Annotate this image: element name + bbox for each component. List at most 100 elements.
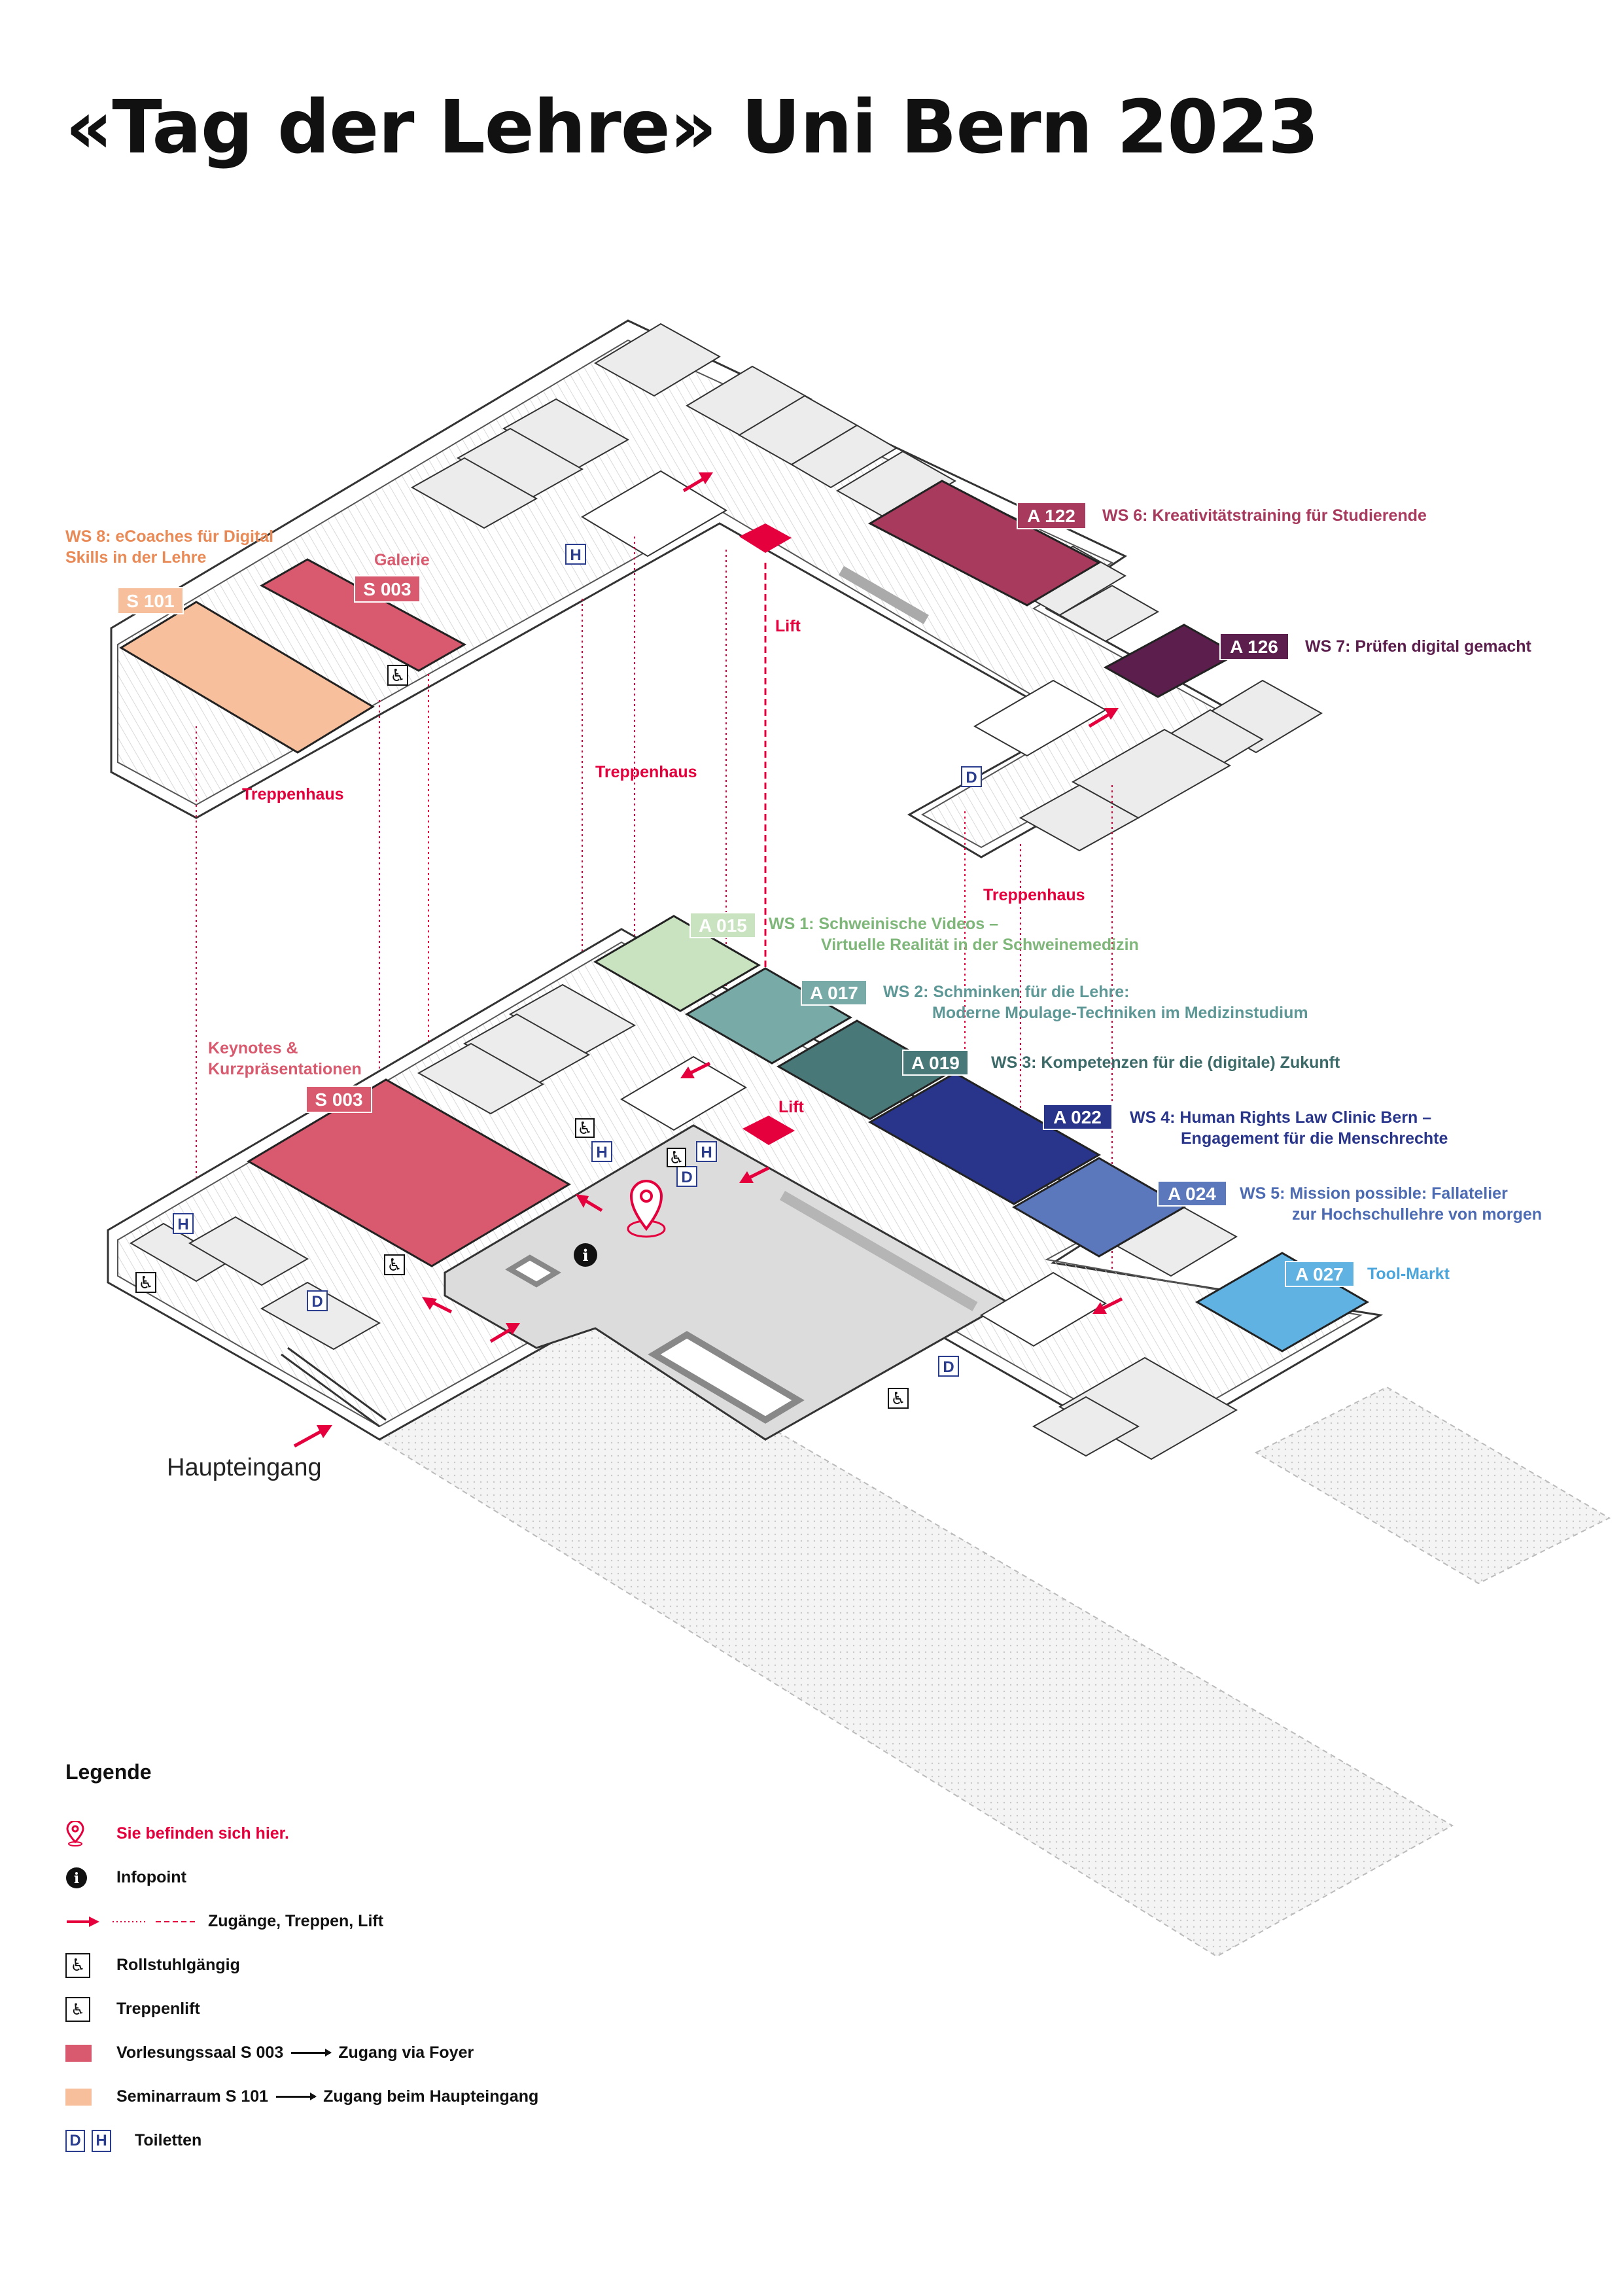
legend-s003-access: Zugang via Foyer	[338, 2043, 474, 2062]
upper-floor	[110, 319, 1323, 858]
s003-upper-tag: S 003	[363, 579, 411, 599]
svg-text:♿: ♿	[577, 1119, 592, 1139]
legend-toilets-text: Toiletten	[135, 2131, 202, 2149]
ws4-label-2: Engagement für die Menschrechte	[1181, 1129, 1448, 1148]
keynotes-label-2: Kurzpräsentationen	[208, 1060, 362, 1078]
svg-text:D: D	[681, 1169, 692, 1186]
room-s101-upper	[119, 601, 375, 754]
ws2-label-2: Moderne Moulage-Techniken im Medizinstud…	[932, 1004, 1308, 1022]
room-a017	[685, 967, 852, 1065]
svg-text:D: D	[943, 1358, 954, 1376]
room-a022	[867, 1072, 1102, 1205]
svg-text:i: i	[74, 1870, 79, 1887]
legend-row-infopoint: i Infopoint	[65, 1856, 538, 1899]
lift-ground	[742, 1116, 795, 1145]
s101-tag: S 101	[126, 591, 174, 611]
toilet-h-icon: H	[92, 2129, 111, 2152]
toilet-markers: H D H D H H D D	[173, 544, 982, 1377]
wheelchair-icon: ♿	[65, 1952, 105, 1979]
room-a024	[1011, 1157, 1187, 1258]
a015-tag: A 015	[699, 915, 747, 936]
svg-text:♿: ♿	[890, 1389, 905, 1409]
treppenhaus-mid-label: Treppenhaus	[595, 763, 697, 781]
svg-text:♿: ♿	[138, 1273, 153, 1293]
svg-text:♿: ♿	[390, 666, 405, 686]
stairlift-icon: ♿	[65, 1996, 105, 2022]
svg-text:H: H	[177, 1216, 188, 1233]
svg-text:i: i	[582, 1246, 588, 1265]
svg-text:D: D	[311, 1293, 323, 1311]
lift-ground-label: Lift	[778, 1098, 805, 1116]
ws6-label: WS 6: Kreativitätstraining für Studieren…	[1102, 506, 1427, 525]
wheelchair-icons: ♿ ♿ ♿ ♿ ♿ ♿	[135, 665, 909, 1409]
s101-swatch	[65, 2084, 105, 2110]
room-s003-upper	[259, 558, 467, 672]
you-are-here-marker	[627, 1180, 666, 1238]
toilet-d-icon: D	[65, 2129, 85, 2152]
treppenhaus-right-label: Treppenhaus	[983, 886, 1085, 904]
keynotes-label: Keynotes &	[208, 1039, 298, 1057]
lift-upper-label: Lift	[775, 617, 801, 635]
legend-s003-text: Vorlesungssaal S 003	[116, 2043, 284, 2062]
treppenhaus-left-label: Treppenhaus	[242, 785, 344, 804]
haupteingang-label: Haupteingang	[167, 1454, 322, 1481]
a019-tag: A 019	[911, 1053, 960, 1073]
room-a015	[593, 915, 761, 1012]
access-arrows	[293, 472, 1123, 1448]
svg-text:D: D	[966, 769, 977, 786]
ws8-label-2: Skills in der Lehre	[65, 548, 206, 567]
a027-tag: A 027	[1295, 1264, 1344, 1284]
svg-text:H: H	[570, 546, 581, 564]
legend-row-wheelchair: ♿ Rollstuhlgängig	[65, 1943, 538, 1987]
ws5-label-2: zur Hochschullehre von morgen	[1292, 1205, 1542, 1224]
legend-row-s003: Vorlesungssaal S 003 Zugang via Foyer	[65, 2031, 538, 2075]
svg-text:H: H	[701, 1144, 712, 1161]
foyer	[444, 1124, 1010, 1441]
location-pin-icon	[65, 1820, 105, 1847]
ws8-label: WS 8: eCoaches für Digital	[65, 527, 273, 546]
s003-swatch	[65, 2040, 105, 2066]
ws3-label: WS 3: Kompetenzen für die (digitale) Zuk…	[991, 1053, 1340, 1072]
legend-s101-text: Seminarraum S 101	[116, 2087, 269, 2106]
a024-tag: A 024	[1168, 1184, 1216, 1204]
ground-floor	[107, 915, 1384, 1460]
stairwell-ground-mid	[620, 1055, 747, 1131]
galerie-label: Galerie	[374, 551, 430, 569]
legend-row-stairlift: ♿ Treppenlift	[65, 1987, 538, 2031]
legend-title: Legende	[65, 1760, 152, 1784]
svg-text:♿: ♿	[669, 1148, 684, 1168]
s003-ground-tag: S 003	[315, 1089, 362, 1110]
a017-tag: A 017	[810, 983, 858, 1003]
ws4-label: WS 4: Human Rights Law Clinic Bern –	[1130, 1108, 1431, 1127]
legend-infopoint-text: Infopoint	[116, 1868, 186, 1886]
legend-row-access: Zugänge, Treppen, Lift	[65, 1899, 538, 1943]
legend-access-text: Zugänge, Treppen, Lift	[208, 1912, 384, 1930]
a126-tag: A 126	[1230, 637, 1278, 657]
lift-upper	[739, 523, 792, 553]
svg-text:H: H	[596, 1144, 607, 1161]
legend-wheelchair-text: Rollstuhlgängig	[116, 1956, 240, 1974]
legend-stairlift-text: Treppenlift	[116, 2000, 200, 2018]
legend-here-text: Sie befinden sich hier.	[116, 1824, 289, 1843]
access-arrow-icon	[65, 1909, 196, 1935]
ws1-label: WS 1: Schweinische Videos –	[769, 915, 998, 933]
ws1-label-2: Virtuelle Realität in der Schweinemedizi…	[821, 936, 1139, 954]
infopoint-icon: i	[574, 1243, 597, 1267]
legend: Legende Sie befinden sich hier. i Infopo…	[65, 1760, 538, 2163]
toolmarkt-label: Tool-Markt	[1367, 1265, 1450, 1283]
forecourt	[378, 1320, 1454, 1958]
legend-row-here: Sie befinden sich hier.	[65, 1812, 538, 1856]
stairwell-ground-right	[980, 1271, 1107, 1347]
ws2-label: WS 2: Schminken für die Lehre:	[883, 983, 1129, 1001]
side-court	[1254, 1386, 1611, 1585]
ws5-label: WS 5: Mission possible: Fallatelier	[1240, 1184, 1508, 1203]
svg-text:♿: ♿	[387, 1256, 402, 1275]
infopoint-icon: i	[65, 1865, 105, 1891]
arrow-right-icon	[276, 2093, 317, 2100]
legend-row-s101: Seminarraum S 101 Zugang beim Haupteinga…	[65, 2075, 538, 2119]
stairwell-upper-mid	[581, 470, 727, 557]
room-a122	[867, 480, 1102, 607]
arrow-right-icon	[291, 2049, 332, 2057]
